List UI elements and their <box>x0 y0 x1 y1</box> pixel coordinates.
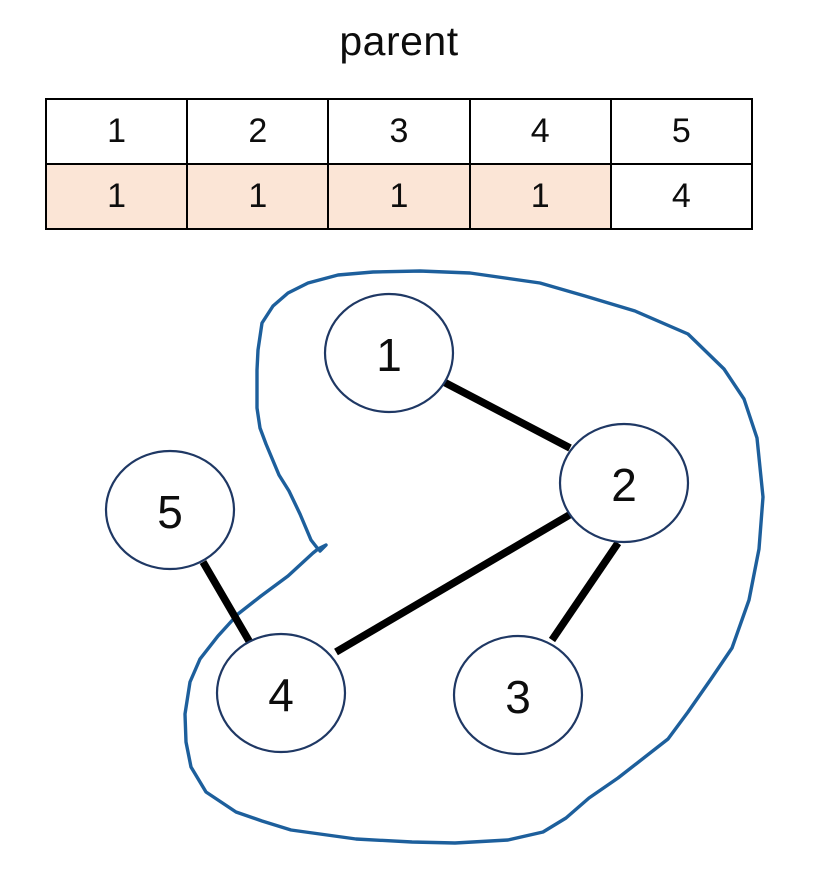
value-cell: 1 <box>327 163 471 230</box>
node-label: 2 <box>611 459 637 511</box>
node-label: 1 <box>376 329 402 381</box>
graph-node-5: 5 <box>104 449 236 571</box>
component-enclosure-loop <box>183 269 765 845</box>
node-label: 4 <box>268 669 294 721</box>
value-cell: 1 <box>468 163 612 230</box>
parent-array-table: 1 2 3 4 5 1 1 1 1 4 <box>44 98 754 230</box>
array-title: parent <box>339 18 459 64</box>
node-circle <box>558 422 690 544</box>
node-label: 5 <box>157 486 183 538</box>
graph-edge-2-3 <box>548 540 622 643</box>
node-circle <box>452 634 584 756</box>
graph-edge-5-4 <box>199 560 256 648</box>
graph-node-2: 2 <box>558 422 690 544</box>
value-cell: 1 <box>44 163 189 230</box>
parent-value-row: 1 1 1 1 4 <box>44 163 754 230</box>
index-cell: 5 <box>609 98 754 165</box>
value-cell: 4 <box>609 163 754 230</box>
index-cell: 2 <box>186 98 330 165</box>
graph-edge-2-4 <box>334 510 573 656</box>
index-cell: 4 <box>468 98 612 165</box>
node-circle <box>215 632 347 754</box>
index-row: 1 2 3 4 5 <box>44 98 754 165</box>
value-cell: 1 <box>186 163 330 230</box>
graph-edge-1-2 <box>438 376 572 452</box>
graph-node-3: 3 <box>452 634 584 756</box>
graph-node-4: 4 <box>215 632 347 754</box>
node-circle <box>104 449 236 571</box>
node-label: 3 <box>505 671 531 723</box>
graph-node-1: 1 <box>323 292 455 414</box>
index-cell: 1 <box>44 98 189 165</box>
index-cell: 3 <box>327 98 471 165</box>
node-circle <box>323 292 455 414</box>
